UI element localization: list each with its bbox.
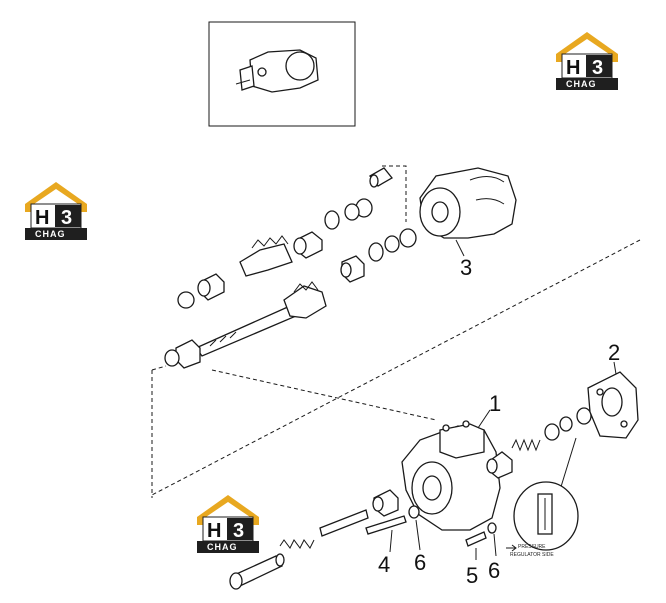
washer (408, 505, 421, 551)
bolt-long (365, 515, 407, 553)
pressure-regulator-note: PRESSURE REGULATOR SIDE (506, 544, 554, 558)
dowel-pin (369, 167, 393, 188)
svg-text:CHAG: CHAG (207, 542, 238, 552)
watermark-logo-left: H 3 CHAG (24, 181, 88, 241)
seal-rings-upper (324, 198, 417, 262)
svg-text:3: 3 (61, 207, 72, 229)
callout-4: 4 (378, 552, 390, 577)
svg-text:3: 3 (592, 57, 603, 79)
regulator-rings (544, 407, 592, 441)
watermark-logo-top-right: H 3 CHAG (555, 31, 619, 91)
plunger-cap (229, 553, 285, 590)
pump-cover (401, 409, 501, 531)
drive-gear-short (239, 235, 293, 277)
svg-text:H: H (566, 57, 580, 79)
bushing-pair-lower (164, 339, 201, 369)
bushing-pair-upper (293, 231, 365, 283)
pump-housing (419, 167, 517, 257)
cover-gasket (587, 361, 639, 439)
watermark-logo-bottom: H 3 CHAG (196, 494, 260, 554)
callout-2: 2 (608, 340, 620, 365)
inset-pump-sketch (235, 49, 319, 93)
inset-view-frame (208, 21, 356, 127)
svg-text:CHAG: CHAG (566, 79, 597, 89)
regulator-detail-inset (513, 437, 579, 551)
bushing-pair-left (177, 273, 225, 309)
note-line-2: REGULATOR SIDE (510, 552, 554, 558)
svg-text:3: 3 (233, 520, 244, 542)
callout-6-right: 6 (488, 558, 500, 583)
relief-spring-assembly (279, 489, 399, 549)
callout-1: 1 (489, 391, 501, 416)
regulator-valve (486, 451, 513, 479)
dashed-guides (151, 165, 641, 498)
svg-text:H: H (35, 207, 49, 229)
small-pin-and-washer (465, 522, 497, 560)
callout-5: 5 (466, 563, 478, 588)
regulator-spring (511, 438, 541, 452)
note-line-1: PRESSURE (518, 544, 546, 550)
svg-text:H: H (207, 520, 221, 542)
callout-6-left: 6 (414, 550, 426, 575)
callout-3: 3 (460, 255, 472, 280)
svg-text:CHAG: CHAG (35, 229, 66, 239)
